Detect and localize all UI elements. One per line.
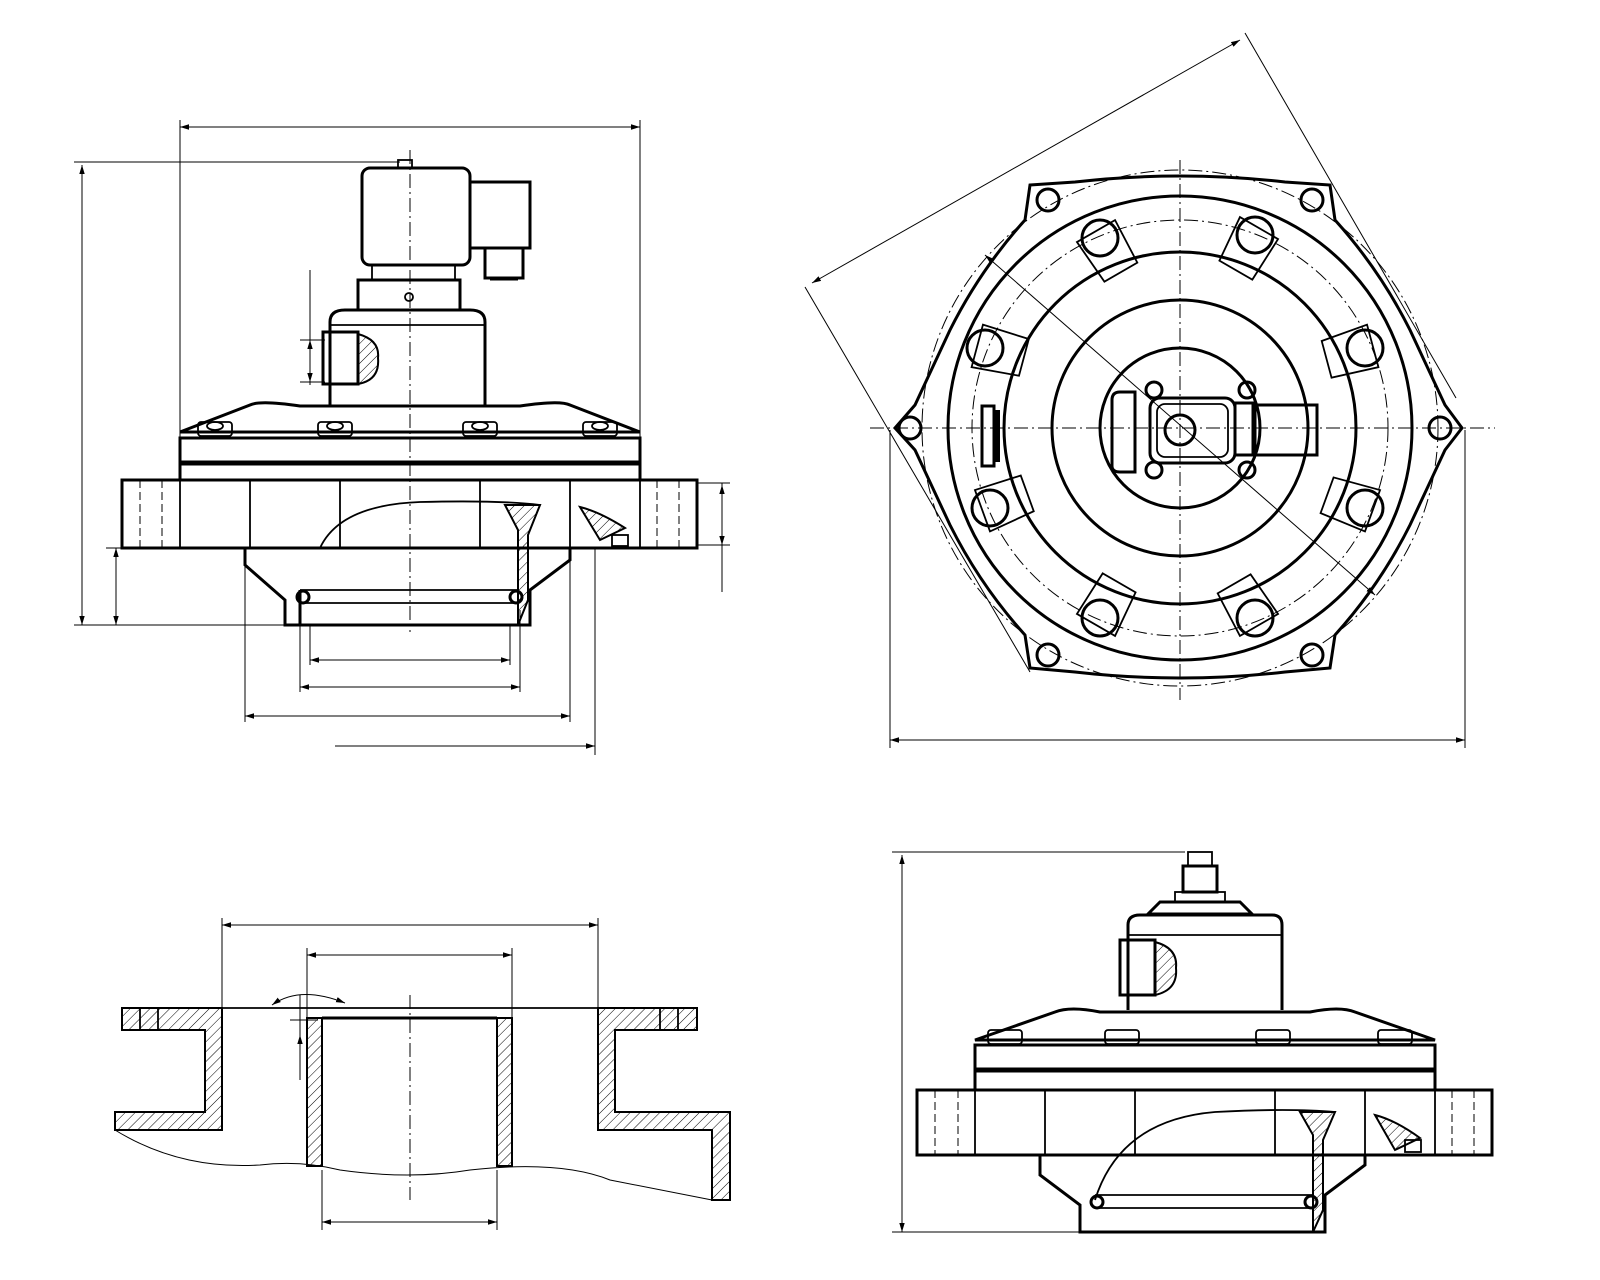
- cover-bolts: [965, 215, 1385, 638]
- dimension-lines: [804, 32, 1466, 748]
- diaphragm-flange: [915, 1043, 1494, 1157]
- pilot-fitting: [1144, 851, 1256, 916]
- valve-upper-body: [974, 913, 1436, 1042]
- outlet-section: [1038, 1109, 1422, 1234]
- dimension-lines: [892, 851, 1185, 1233]
- outlet-section: [243, 500, 628, 627]
- dimension-lines: [74, 120, 730, 755]
- front-view-remote-pilot: [892, 851, 1494, 1234]
- nameplate: [980, 404, 1000, 468]
- bonnet-bolts: [197, 421, 618, 437]
- bonnet-bolts: [987, 1029, 1413, 1045]
- mounting-flange-outline: [892, 174, 1464, 680]
- solenoid-coil: [356, 159, 532, 312]
- pilot-head: [1110, 380, 1319, 480]
- top-view: [804, 32, 1495, 748]
- tank-section-detail: [114, 918, 731, 1230]
- mounting-holes: [897, 187, 1453, 668]
- break-line: [114, 1129, 713, 1201]
- front-view-solenoid: [74, 120, 730, 755]
